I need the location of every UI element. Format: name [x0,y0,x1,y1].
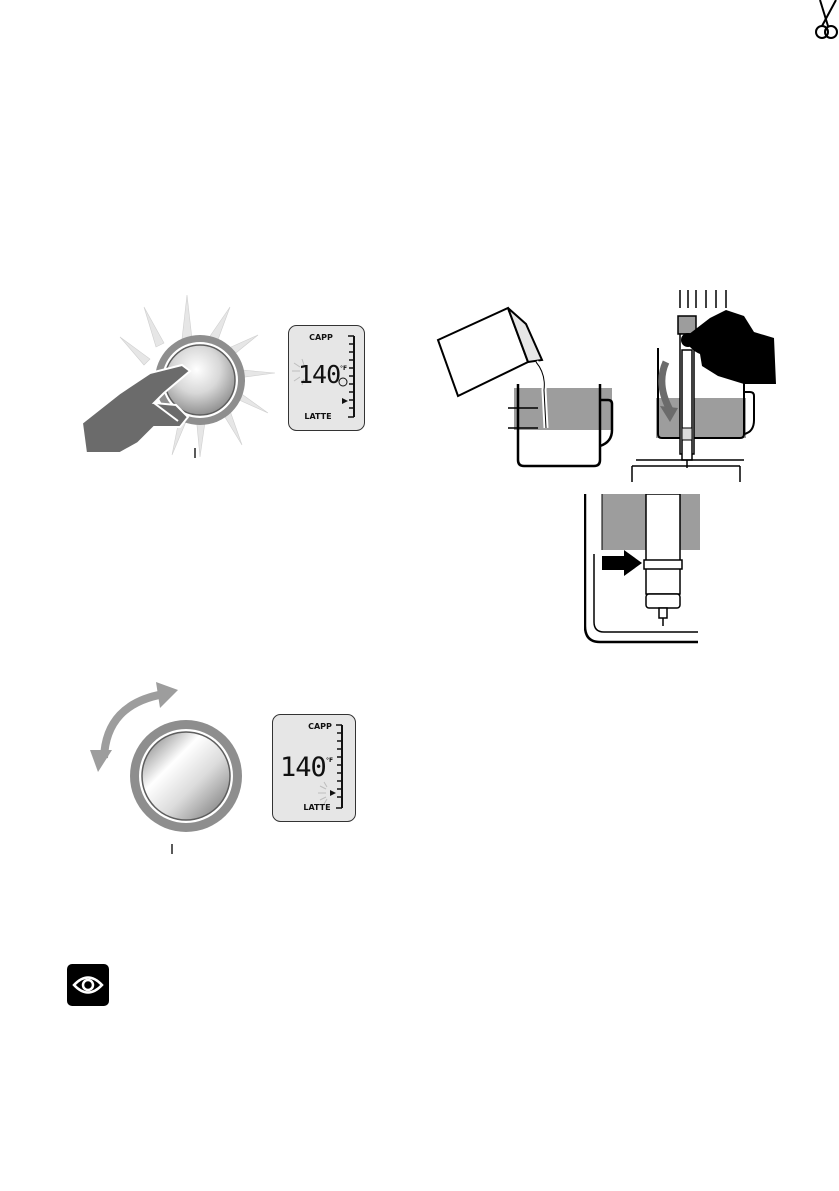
dial-button-icon [142,732,230,820]
bottom-label: LATTE [303,803,330,812]
milk-carton-icon [438,308,542,396]
temperature-value: 140 [298,360,340,389]
milk-level-band [514,388,612,430]
hand-press-icon [82,365,190,453]
steam-wand-illustration [626,288,776,484]
top-label: CAPP [309,333,333,342]
top-label: CAPP [308,722,332,731]
rotate-dial-illustration [86,680,252,856]
scissors-icon [798,0,839,42]
wand-tip-detail [584,494,700,646]
lcd-display: CAPP LATTE 140 °F [288,325,365,431]
eye-icon [67,964,109,1006]
hand-icon [684,310,776,384]
arrow-icon [602,550,642,576]
temperature-value: 140 [280,752,326,783]
pour-milk-illustration [436,302,616,470]
temperature-unit: °F [340,365,347,372]
bottom-label: LATTE [304,412,331,421]
press-dial-illustration [80,295,280,460]
steam-wand-icon [646,494,680,594]
temperature-unit: °F [326,757,333,764]
lcd-display: CAPP LATTE 140 °F [272,714,356,822]
rotate-arrow-icon [662,362,670,410]
